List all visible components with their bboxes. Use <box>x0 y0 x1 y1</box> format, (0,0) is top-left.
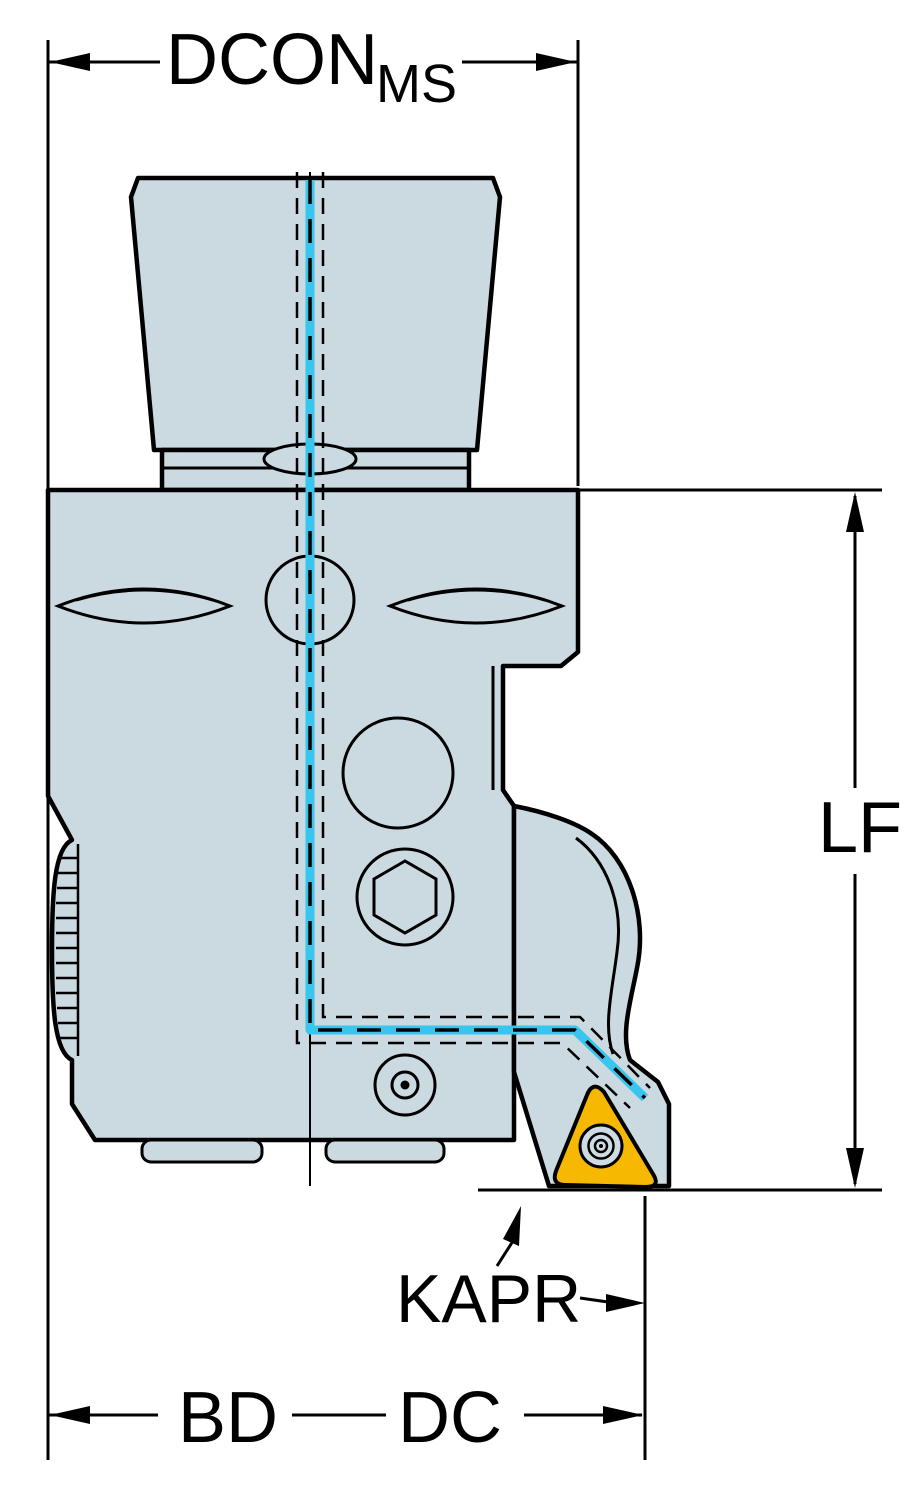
cutting-head-outline <box>511 803 672 1189</box>
insert-screw-mid <box>587 1132 615 1160</box>
cutting-head-inner-curve <box>575 836 620 1055</box>
hidden-line-left <box>295 172 631 1109</box>
slot-left-inner-line <box>75 588 214 602</box>
dcon-sub-label: MS <box>376 54 457 114</box>
clamp-screw-small <box>373 1053 437 1117</box>
lf-label: LF <box>818 788 902 868</box>
dcon-label: DCON <box>166 20 378 100</box>
clamp-screw-inner <box>390 1070 420 1100</box>
kapr-leader-right <box>579 1296 609 1304</box>
bottom-foot-left <box>140 1138 264 1164</box>
dc-label: DC <box>398 1378 502 1458</box>
dimension-kapr: KAPR <box>396 1206 645 1337</box>
cutting-head <box>511 803 672 1189</box>
dc-arrowhead-right <box>603 1406 643 1424</box>
hex-socket-screw <box>355 847 455 947</box>
side-bore-circle <box>341 716 455 830</box>
lf-arrowhead-top <box>846 492 864 532</box>
slot-right-inner-line <box>407 588 546 602</box>
lf-arrowhead-bottom <box>846 1148 864 1188</box>
dcon-arrowhead-right <box>536 53 576 71</box>
bottom-foot-right <box>324 1138 446 1164</box>
bd-label: BD <box>178 1378 278 1458</box>
clamp-screw-dot <box>400 1080 410 1090</box>
coolant-channel-dashes <box>308 180 647 1100</box>
bd-arrowhead-left <box>50 1406 90 1424</box>
dimension-dcon: DCON MS <box>48 20 578 114</box>
hex-socket <box>372 859 438 935</box>
insert-screw <box>578 1123 624 1169</box>
dcon-arrowhead-left <box>50 53 90 71</box>
coupling-taper <box>128 175 503 453</box>
kapr-arrowhead-up <box>503 1206 521 1246</box>
dimension-lf: LF <box>818 492 902 1188</box>
kapr-arrowhead-right <box>606 1294 645 1312</box>
dimension-bd-dc: BD DC <box>48 1378 643 1458</box>
insert-screw-inner <box>593 1138 609 1154</box>
insert <box>552 1084 658 1189</box>
coupling-shank <box>128 175 503 493</box>
knurl-hatching <box>56 844 80 1056</box>
kapr-label: KAPR <box>396 1261 581 1337</box>
insert-screw-dot <box>599 1144 603 1148</box>
kapr-leader-up <box>495 1240 515 1267</box>
hidden-line-right <box>321 172 651 1089</box>
